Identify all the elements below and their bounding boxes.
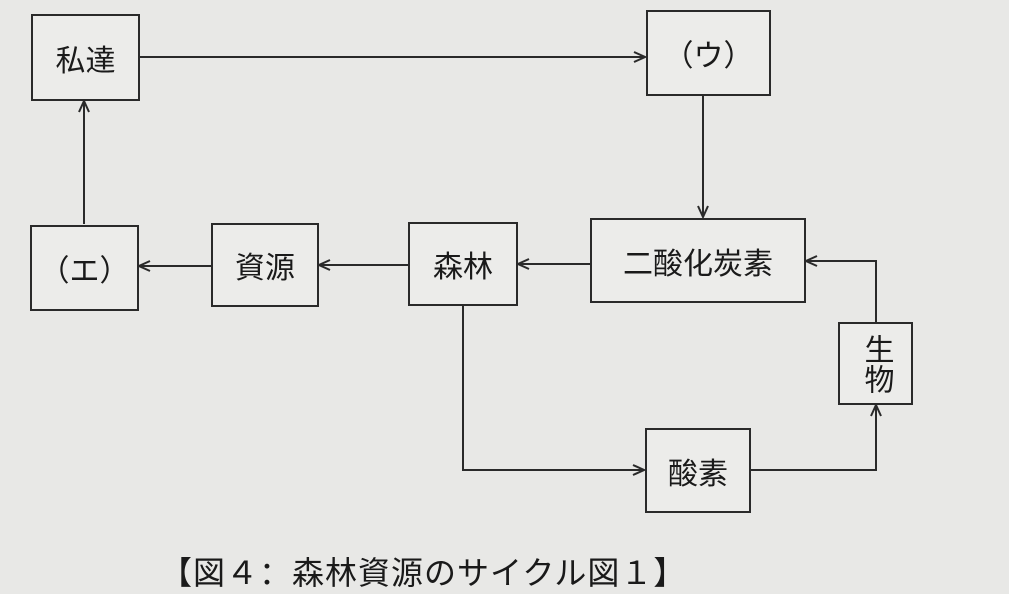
node-seibutsu: 生物 (838, 322, 913, 405)
node-label: 生物 (858, 333, 894, 394)
node-sanso: 酸素 (645, 428, 751, 513)
arrow-sanso-to-seibutsu (751, 405, 876, 471)
node-label: 私達 (55, 43, 116, 79)
arrow-shinrin-to-sanso (462, 306, 644, 470)
node-nisankatanso: 二酸化炭素 (590, 218, 806, 303)
node-e: （エ） (30, 225, 139, 311)
node-watashitachi: 私達 (31, 14, 140, 101)
node-label: 森林 (433, 250, 493, 285)
node-label: 酸素 (668, 456, 728, 492)
node-label: （ウ） (663, 39, 754, 74)
node-shinrin: 森林 (408, 222, 518, 306)
node-u: （ウ） (646, 10, 771, 96)
node-label: （エ） (39, 254, 130, 289)
node-label: 資源 (235, 251, 295, 286)
arrow-seibutsu-to-co2 (806, 261, 877, 322)
node-shigen: 資源 (211, 223, 319, 307)
figure-caption: 【図４：森林資源のサイクル図１】 (160, 554, 687, 592)
node-label: 二酸化炭素 (623, 246, 773, 282)
